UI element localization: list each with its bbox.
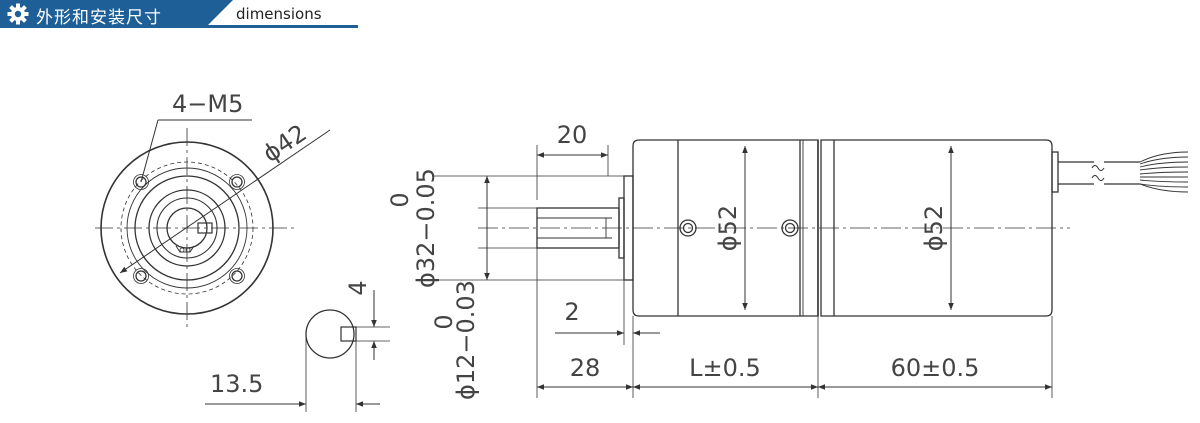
section-title: 外形和安装尺寸 <box>36 8 162 28</box>
front-length-label: 28 <box>570 354 601 382</box>
motor-length-label: 60±0.5 <box>891 354 980 382</box>
shaft-upper-tol: 0 <box>430 314 458 329</box>
pilot-diameter-label: ϕ32−0.05 <box>412 168 440 288</box>
side-view <box>432 139 1189 398</box>
gearbox-diameter-label: ϕ52 <box>714 205 742 251</box>
header-band-tip <box>205 0 233 28</box>
key-width-label: 4 <box>344 280 372 295</box>
flange-thickness-label: 2 <box>564 298 579 326</box>
section-subtitle: dimensions <box>236 5 322 23</box>
motor-diameter-label: ϕ52 <box>920 205 948 251</box>
section-header: 外形和安装尺寸 dimensions <box>0 0 358 28</box>
gearbox-length-label: L±0.5 <box>689 354 761 382</box>
screw-label: 4−M5 <box>172 90 243 118</box>
header-band <box>0 0 205 28</box>
gear-icon <box>7 3 29 25</box>
pilot-upper-tol: 0 <box>386 192 414 207</box>
shaft-length-label: 20 <box>557 121 588 149</box>
front-view <box>95 119 331 330</box>
shaft-diameter-label: ϕ12−0.03 <box>452 280 480 400</box>
header-underline <box>205 25 358 28</box>
shaft-detail <box>205 290 390 412</box>
shaft-flat-label: 13.5 <box>210 370 263 398</box>
